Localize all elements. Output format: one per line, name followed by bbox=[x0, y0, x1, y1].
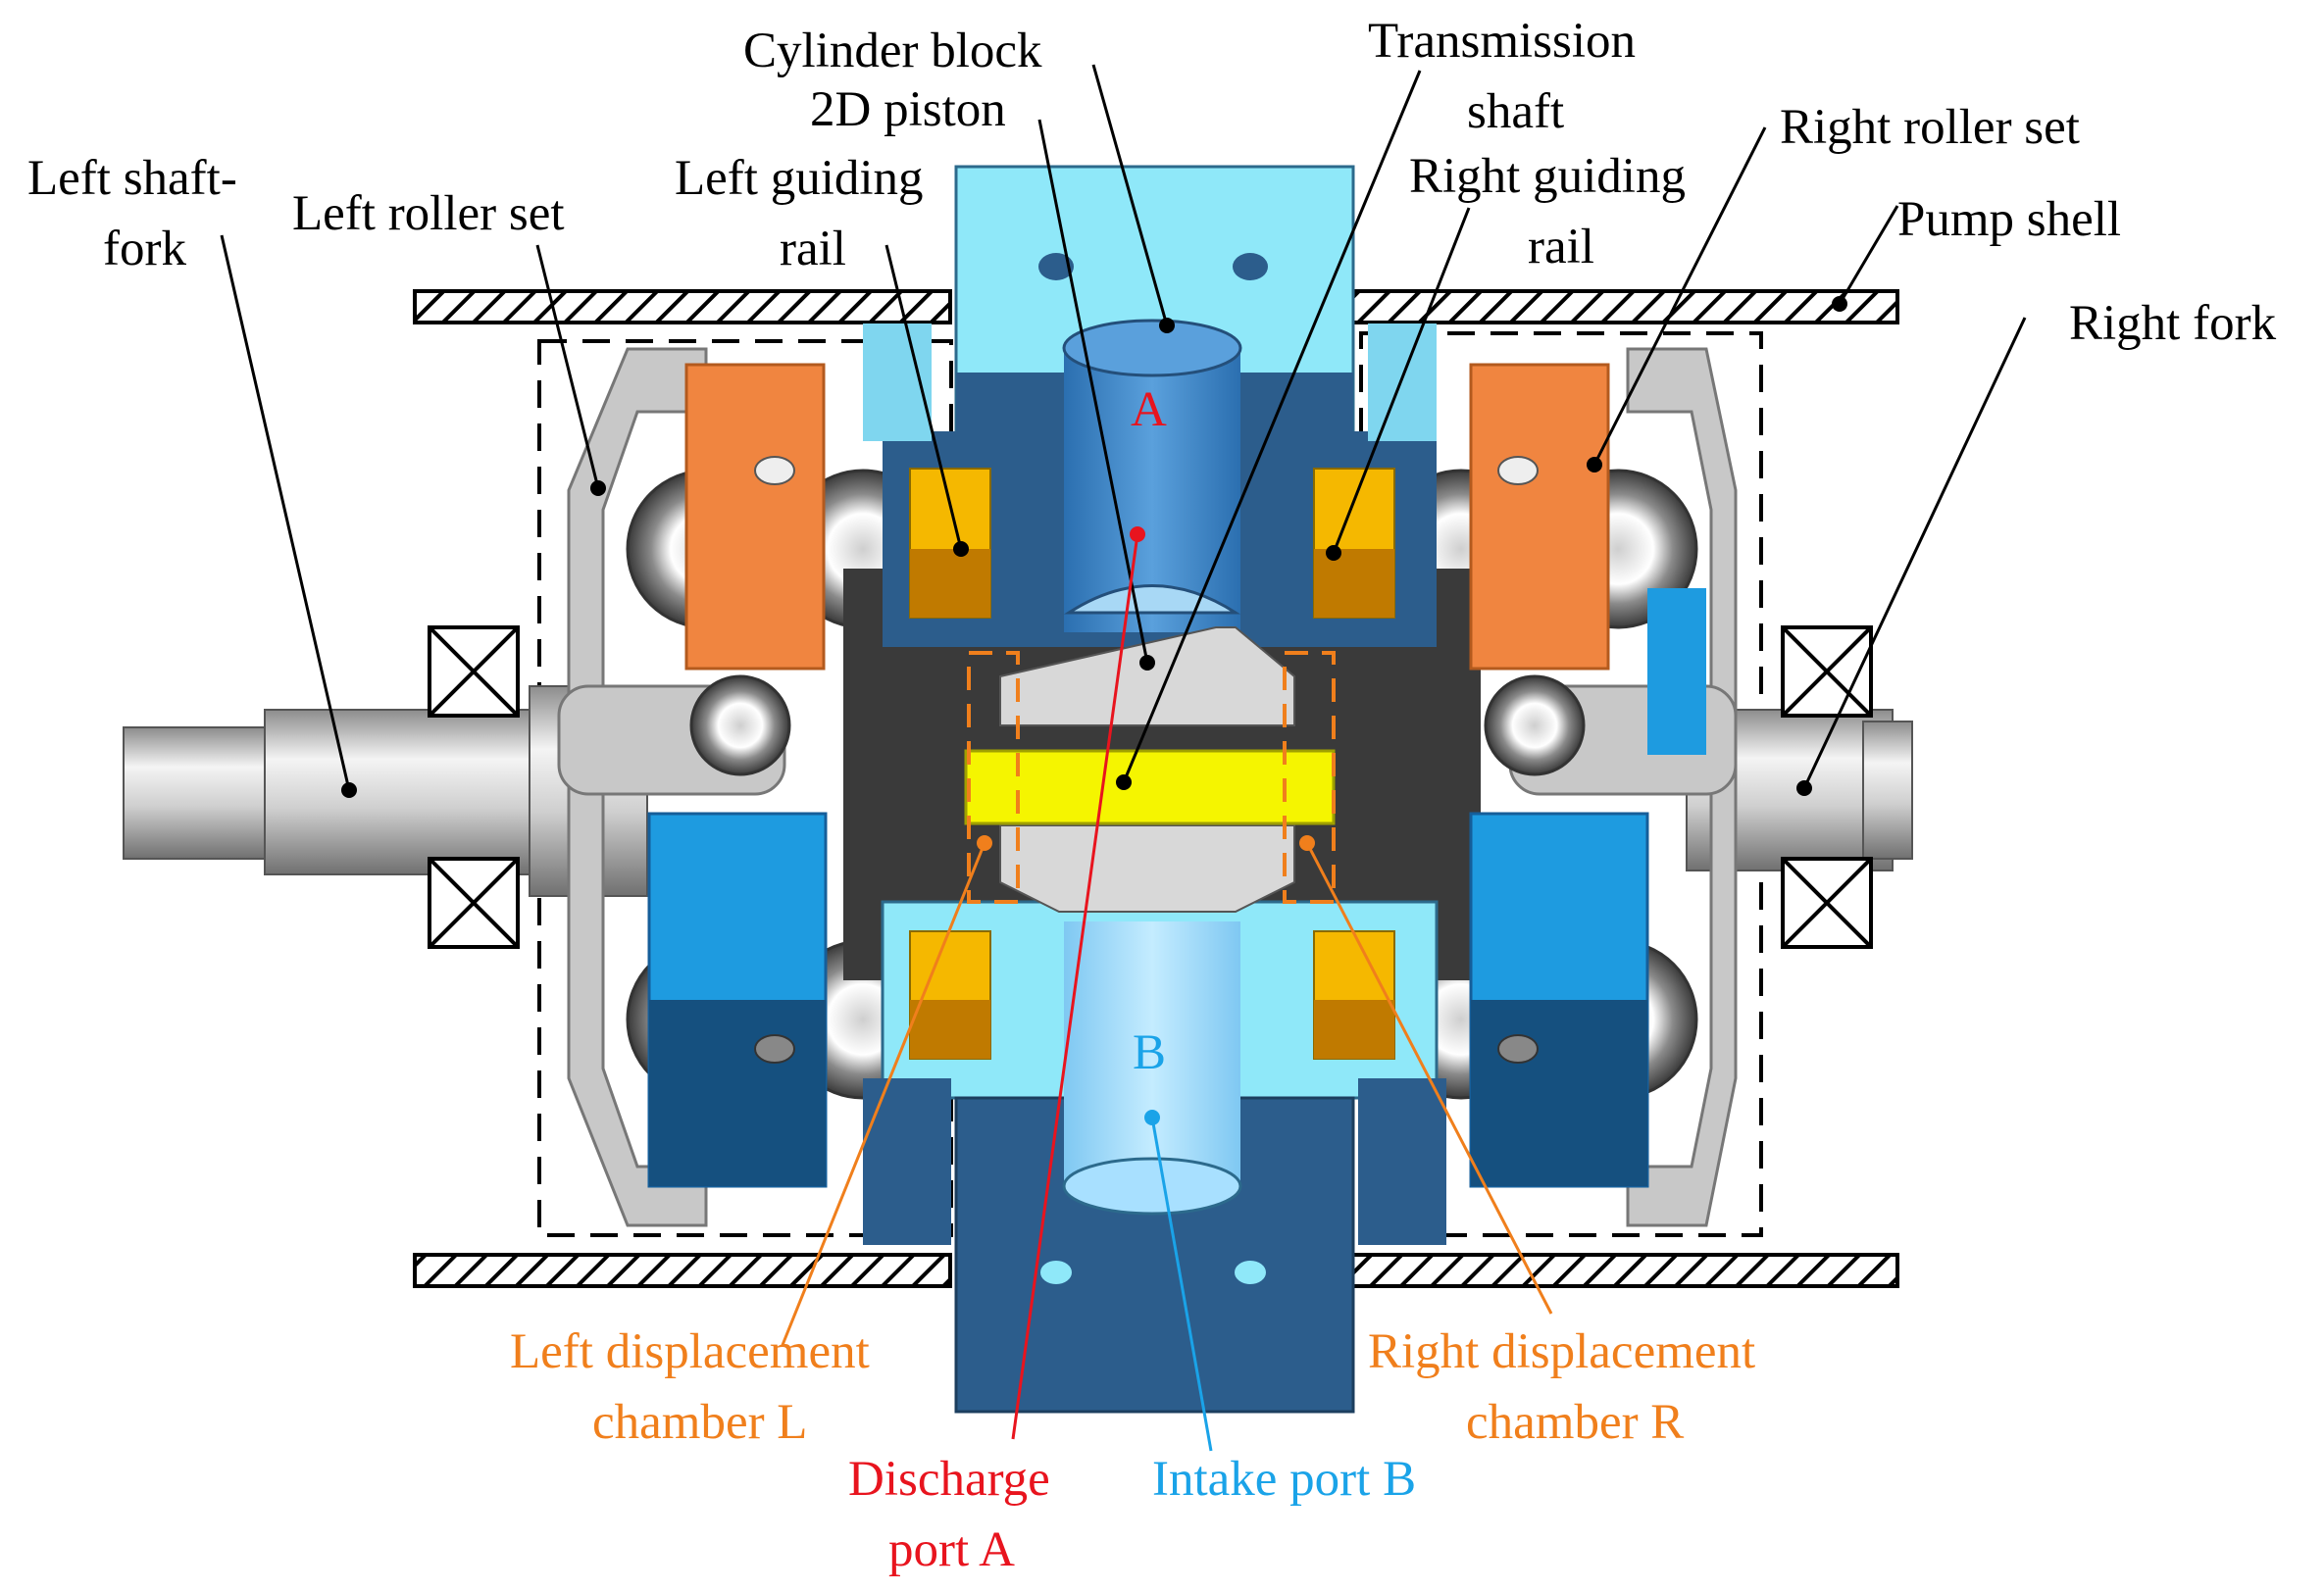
label-transmission-shaft-2: shaft bbox=[1467, 84, 1564, 139]
label-discharge-1: Discharge bbox=[848, 1452, 1050, 1507]
right-roller-blocks bbox=[1469, 363, 1706, 1188]
guiding-rails bbox=[909, 468, 1395, 1060]
label-right-guiding-rail-2: rail bbox=[1528, 220, 1594, 274]
label-cylinder-block: Cylinder block bbox=[743, 24, 1042, 78]
label-discharge-2: port A bbox=[888, 1522, 1015, 1577]
label-left-guiding-rail-1: Left guiding bbox=[675, 151, 924, 206]
label-right-roller-set: Right roller set bbox=[1780, 100, 2080, 155]
label-left-chamber-2: chamber L bbox=[592, 1395, 807, 1450]
shaft-bearings bbox=[428, 625, 1873, 949]
leader-lines bbox=[220, 64, 2027, 1452]
transmission-shaft bbox=[964, 749, 1336, 825]
label-right-guiding-rail-1: Right guiding bbox=[1409, 149, 1686, 204]
label-left-roller-set: Left roller set bbox=[292, 186, 565, 241]
label-port-a-letter: A bbox=[1131, 382, 1167, 437]
label-left-guiding-rail-2: rail bbox=[780, 222, 846, 276]
piston-and-shaft bbox=[964, 626, 1336, 913]
labels: Cylinder block 2D piston Transmission sh… bbox=[27, 14, 2277, 1577]
label-left-shaft-fork-2: fork bbox=[103, 222, 186, 276]
label-intake: Intake port B bbox=[1152, 1452, 1416, 1507]
label-right-chamber-1: Right displacement bbox=[1368, 1324, 1755, 1379]
label-pump-shell: Pump shell bbox=[1897, 192, 2121, 247]
label-left-chamber-1: Left displacement bbox=[510, 1324, 870, 1379]
label-transmission-shaft-1: Transmission bbox=[1368, 14, 1636, 69]
left-roller-blocks bbox=[647, 363, 828, 1188]
leader-dots bbox=[341, 296, 1847, 1125]
label-2d-piston: 2D piston bbox=[810, 82, 1006, 137]
cylinder-block bbox=[863, 165, 1446, 1414]
label-right-fork: Right fork bbox=[2069, 296, 2277, 351]
label-right-chamber-2: chamber R bbox=[1466, 1395, 1684, 1450]
label-port-b-letter: B bbox=[1133, 1025, 1166, 1080]
label-left-shaft-fork-1: Left shaft- bbox=[27, 151, 237, 206]
